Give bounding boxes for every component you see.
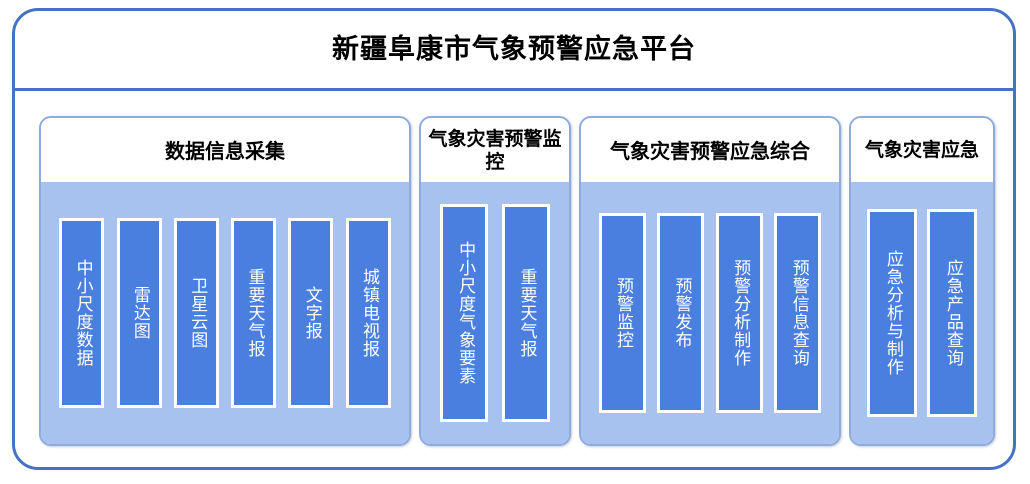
item-bar[interactable]: 应急分析与制作 <box>867 209 917 417</box>
item-bar[interactable]: 重要天气报 <box>501 204 550 422</box>
panel-title-disaster-emergency: 气象灾害应急 <box>851 118 993 182</box>
panel-disaster-emergency[interactable]: 气象灾害应急 应急分析与制作 应急产品查询 <box>849 116 995 446</box>
item-bar[interactable]: 预警发布 <box>657 213 705 413</box>
page-title: 新疆阜康市气象预警应急平台 <box>332 34 696 65</box>
panel-warning-emergency-integrated[interactable]: 气象灾害预警应急综合 预警监控 预警发布 预警分析制作 预警信息查询 <box>579 116 841 446</box>
panel-body-disaster-warning-monitoring: 中小尺度气象要素 重要天气报 <box>421 182 569 444</box>
item-bar[interactable]: 中小尺度气象要素 <box>440 204 489 422</box>
panel-title-disaster-warning-monitoring: 气象灾害预警监控 <box>421 118 569 182</box>
panel-body-warning-emergency-integrated: 预警监控 预警发布 预警分析制作 预警信息查询 <box>581 182 839 444</box>
panel-disaster-warning-monitoring[interactable]: 气象灾害预警监控 中小尺度气象要素 重要天气报 <box>419 116 571 446</box>
item-bar[interactable]: 预警监控 <box>598 213 646 413</box>
panel-title-data-collection: 数据信息采集 <box>41 118 409 182</box>
item-bar[interactable]: 城镇电视报 <box>345 218 391 408</box>
platform-frame: 新疆阜康市气象预警应急平台 数据信息采集 中小尺度数据 雷达图 卫星云图 重要天… <box>12 8 1016 470</box>
panel-data-collection[interactable]: 数据信息采集 中小尺度数据 雷达图 卫星云图 重要天气报 文字报 城镇电视报 <box>39 116 411 446</box>
panel-row: 数据信息采集 中小尺度数据 雷达图 卫星云图 重要天气报 文字报 城镇电视报 气… <box>15 91 1013 467</box>
item-bar[interactable]: 文字报 <box>288 218 334 408</box>
panel-body-data-collection: 中小尺度数据 雷达图 卫星云图 重要天气报 文字报 城镇电视报 <box>41 182 409 444</box>
item-bar[interactable]: 雷达图 <box>116 218 162 408</box>
panel-body-disaster-emergency: 应急分析与制作 应急产品查询 <box>851 182 993 444</box>
platform-title-bar: 新疆阜康市气象预警应急平台 <box>15 11 1013 91</box>
panel-title-warning-emergency-integrated: 气象灾害预警应急综合 <box>581 118 839 182</box>
item-bar[interactable]: 应急产品查询 <box>927 209 977 417</box>
item-bar[interactable]: 重要天气报 <box>231 218 277 408</box>
item-bar[interactable]: 预警分析制作 <box>715 213 763 413</box>
item-bar[interactable]: 卫星云图 <box>173 218 219 408</box>
item-bar[interactable]: 中小尺度数据 <box>59 218 105 408</box>
item-bar[interactable]: 预警信息查询 <box>774 213 822 413</box>
